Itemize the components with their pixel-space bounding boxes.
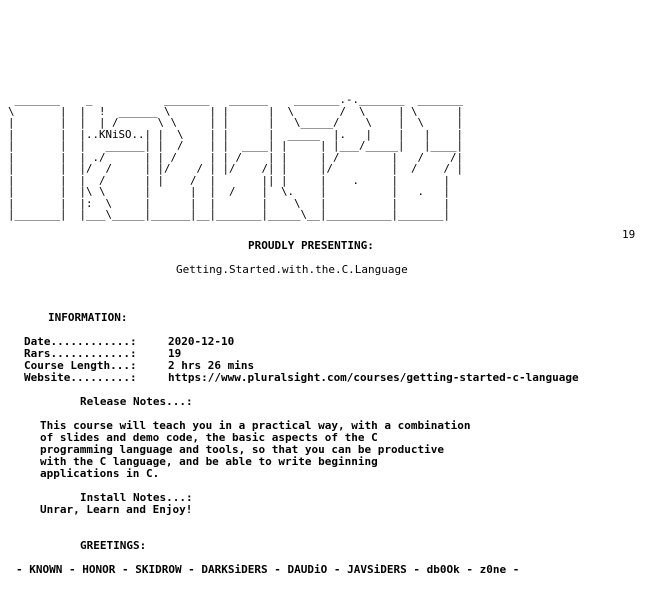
release-notes-line: applications in C. [40, 467, 160, 480]
release-notes-line: with the C language, and be able to writ… [40, 455, 378, 468]
install-notes-heading: Install Notes...: [80, 491, 193, 504]
release-name: Getting.Started.with.the.C.Language [176, 263, 408, 276]
website-label: Website.........: [24, 371, 137, 384]
release-notes-line: programming language and tools, so that … [40, 443, 444, 456]
greetings-list: - KNOWN - HONOR - SKIDROW - DARKSiDERS -… [16, 563, 520, 576]
date-label: Date............: [24, 335, 137, 348]
rars-label: Rars............: [24, 347, 137, 360]
website-link[interactable]: https://www.pluralsight.com/courses/gett… [168, 371, 579, 384]
date-value: 2020-12-10 [168, 335, 235, 348]
release-notes-line: This course will teach you in a practica… [40, 419, 471, 432]
greetings-heading: GREETINGS: [80, 539, 147, 552]
release-notes-line: of slides and demo code, the basic aspec… [40, 431, 378, 444]
release-notes-heading: Release Notes...: [80, 395, 193, 408]
year-tag: 19 [622, 228, 636, 241]
presenting-heading: PROUDLY PRESENTING: [248, 239, 374, 252]
install-notes-text: Unrar, Learn and Enjoy! [40, 503, 193, 516]
rars-value: 19 [168, 347, 182, 360]
logo-ascii-art: _______ _ _______ ______ _______.-._____… [8, 93, 464, 221]
course-length-value: 2 hrs 26 mins [168, 359, 255, 372]
course-length-label: Course Length...: [24, 359, 137, 372]
information-heading: INFORMATION: [48, 311, 128, 324]
